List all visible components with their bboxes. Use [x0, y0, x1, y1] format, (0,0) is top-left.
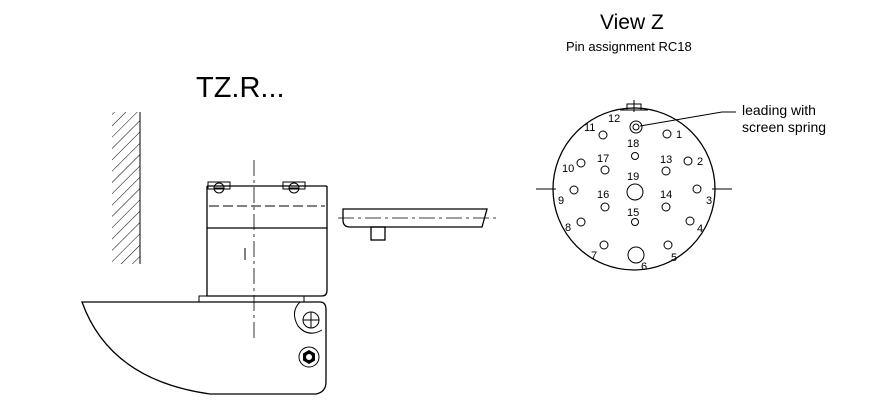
pin-15: 15 [627, 207, 639, 226]
pin-18: 18 [627, 138, 639, 160]
pin-label: 2 [697, 156, 703, 168]
pin-label: 8 [565, 222, 571, 234]
actuator-screw-bottom [298, 346, 320, 368]
pin-19: 19 [626, 171, 644, 201]
callout-line2: screen spring [742, 119, 826, 135]
connector-face [536, 100, 732, 271]
pin-label: 12 [608, 113, 620, 125]
actuator-key [338, 208, 498, 241]
pin-label: 4 [697, 223, 703, 235]
pin-17: 17 [597, 153, 610, 175]
top-screw-right [282, 181, 306, 194]
pin-label: 7 [591, 250, 597, 262]
pin-label: 16 [597, 189, 609, 201]
pin-label: 9 [558, 195, 564, 207]
pin-label: 5 [671, 252, 677, 264]
view-title: View Z [600, 11, 664, 34]
pin-label: 10 [562, 163, 574, 175]
pin-label: 18 [627, 138, 639, 150]
pin-2: 2 [683, 156, 703, 168]
pin-label: 17 [597, 153, 609, 165]
pin-11: 11 [584, 122, 608, 140]
pin-group: 12 11 1 18 17 13 10 2 [558, 113, 712, 273]
switch-body [198, 160, 328, 340]
pin-16: 16 [597, 189, 610, 212]
pin-6: 6 [627, 246, 647, 273]
pin-label: 6 [641, 261, 647, 273]
wall-hatching [112, 112, 141, 264]
pin-1: 1 [662, 129, 682, 141]
pin-7: 7 [591, 240, 609, 262]
pin-10: 10 [562, 158, 586, 175]
actuator-screw-top [302, 311, 320, 329]
pin-label: 15 [627, 207, 639, 219]
pin-4: 4 [685, 216, 703, 235]
pin-label: 1 [676, 129, 682, 141]
callout: leading with screen spring [639, 102, 826, 135]
view-subtitle: Pin assignment RC18 [566, 39, 692, 54]
top-screw-left [207, 181, 231, 194]
pin-12: 12 [608, 113, 643, 134]
actuator-wheel [81, 301, 327, 395]
pin-label: 11 [584, 122, 595, 134]
pin-14: 14 [660, 189, 672, 212]
pin-label: 3 [706, 195, 712, 207]
pin-9: 9 [558, 185, 579, 207]
pin-13: 13 [660, 154, 672, 176]
pin-8: 8 [565, 217, 586, 234]
pin-3: 3 [692, 184, 712, 207]
pin-label: 13 [660, 154, 672, 166]
pin-label: 19 [627, 171, 639, 183]
pin-label: 14 [660, 189, 672, 201]
callout-line1: leading with [742, 102, 816, 118]
part-name-label: TZ.R... [196, 72, 285, 104]
pin-5: 5 [663, 240, 677, 264]
